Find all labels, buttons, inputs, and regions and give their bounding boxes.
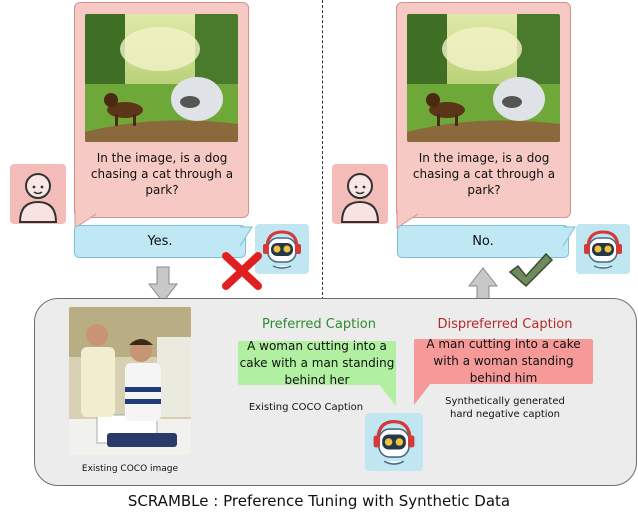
dispreferred-caption-title: Dispreferred Caption [437, 317, 573, 332]
dispreferred-caption-box: A man cutting into a cake with a woman s… [414, 337, 593, 385]
user-avatar-left [10, 164, 66, 228]
left-answer-tail [240, 226, 253, 247]
right-answer-bubble: No. [397, 225, 569, 258]
left-question-bubble: In the image, is a dog chasing a cat thr… [74, 2, 249, 218]
wrong-x-mark [222, 252, 262, 290]
coco-image-caption: Existing COCO image [81, 464, 179, 474]
robot-avatar-left [255, 224, 309, 278]
user-avatar-right [332, 164, 388, 228]
preferred-caption-title: Preferred Caption [262, 317, 376, 332]
dog-cat-park-image-right [407, 14, 560, 142]
figure-title: SCRAMBLe : Preference Tuning with Synthe… [127, 492, 511, 510]
robot-avatar-right [576, 224, 630, 278]
panel-divider [322, 0, 323, 300]
preferred-caption-tail [379, 384, 396, 406]
dispreferred-caption-note: Synthetically generated hard negative ca… [445, 396, 565, 420]
dog-cat-park-image [85, 14, 238, 142]
preferred-caption-box: A woman cutting into a cake with a man s… [238, 338, 396, 387]
correct-check-mark [508, 252, 554, 288]
down-arrow [148, 266, 178, 303]
coco-image [69, 307, 191, 455]
left-question-text: In the image, is a dog chasing a cat thr… [90, 151, 234, 197]
left-answer-bubble: Yes. [74, 225, 246, 258]
robot-avatar-bottom [365, 413, 423, 475]
dispreferred-caption-tail [414, 383, 431, 405]
preferred-caption-note: Existing COCO Caption [248, 402, 364, 413]
right-question-bubble: In the image, is a dog chasing a cat thr… [396, 2, 571, 218]
right-answer-tail [563, 226, 576, 247]
right-question-text: In the image, is a dog chasing a cat thr… [412, 151, 556, 197]
